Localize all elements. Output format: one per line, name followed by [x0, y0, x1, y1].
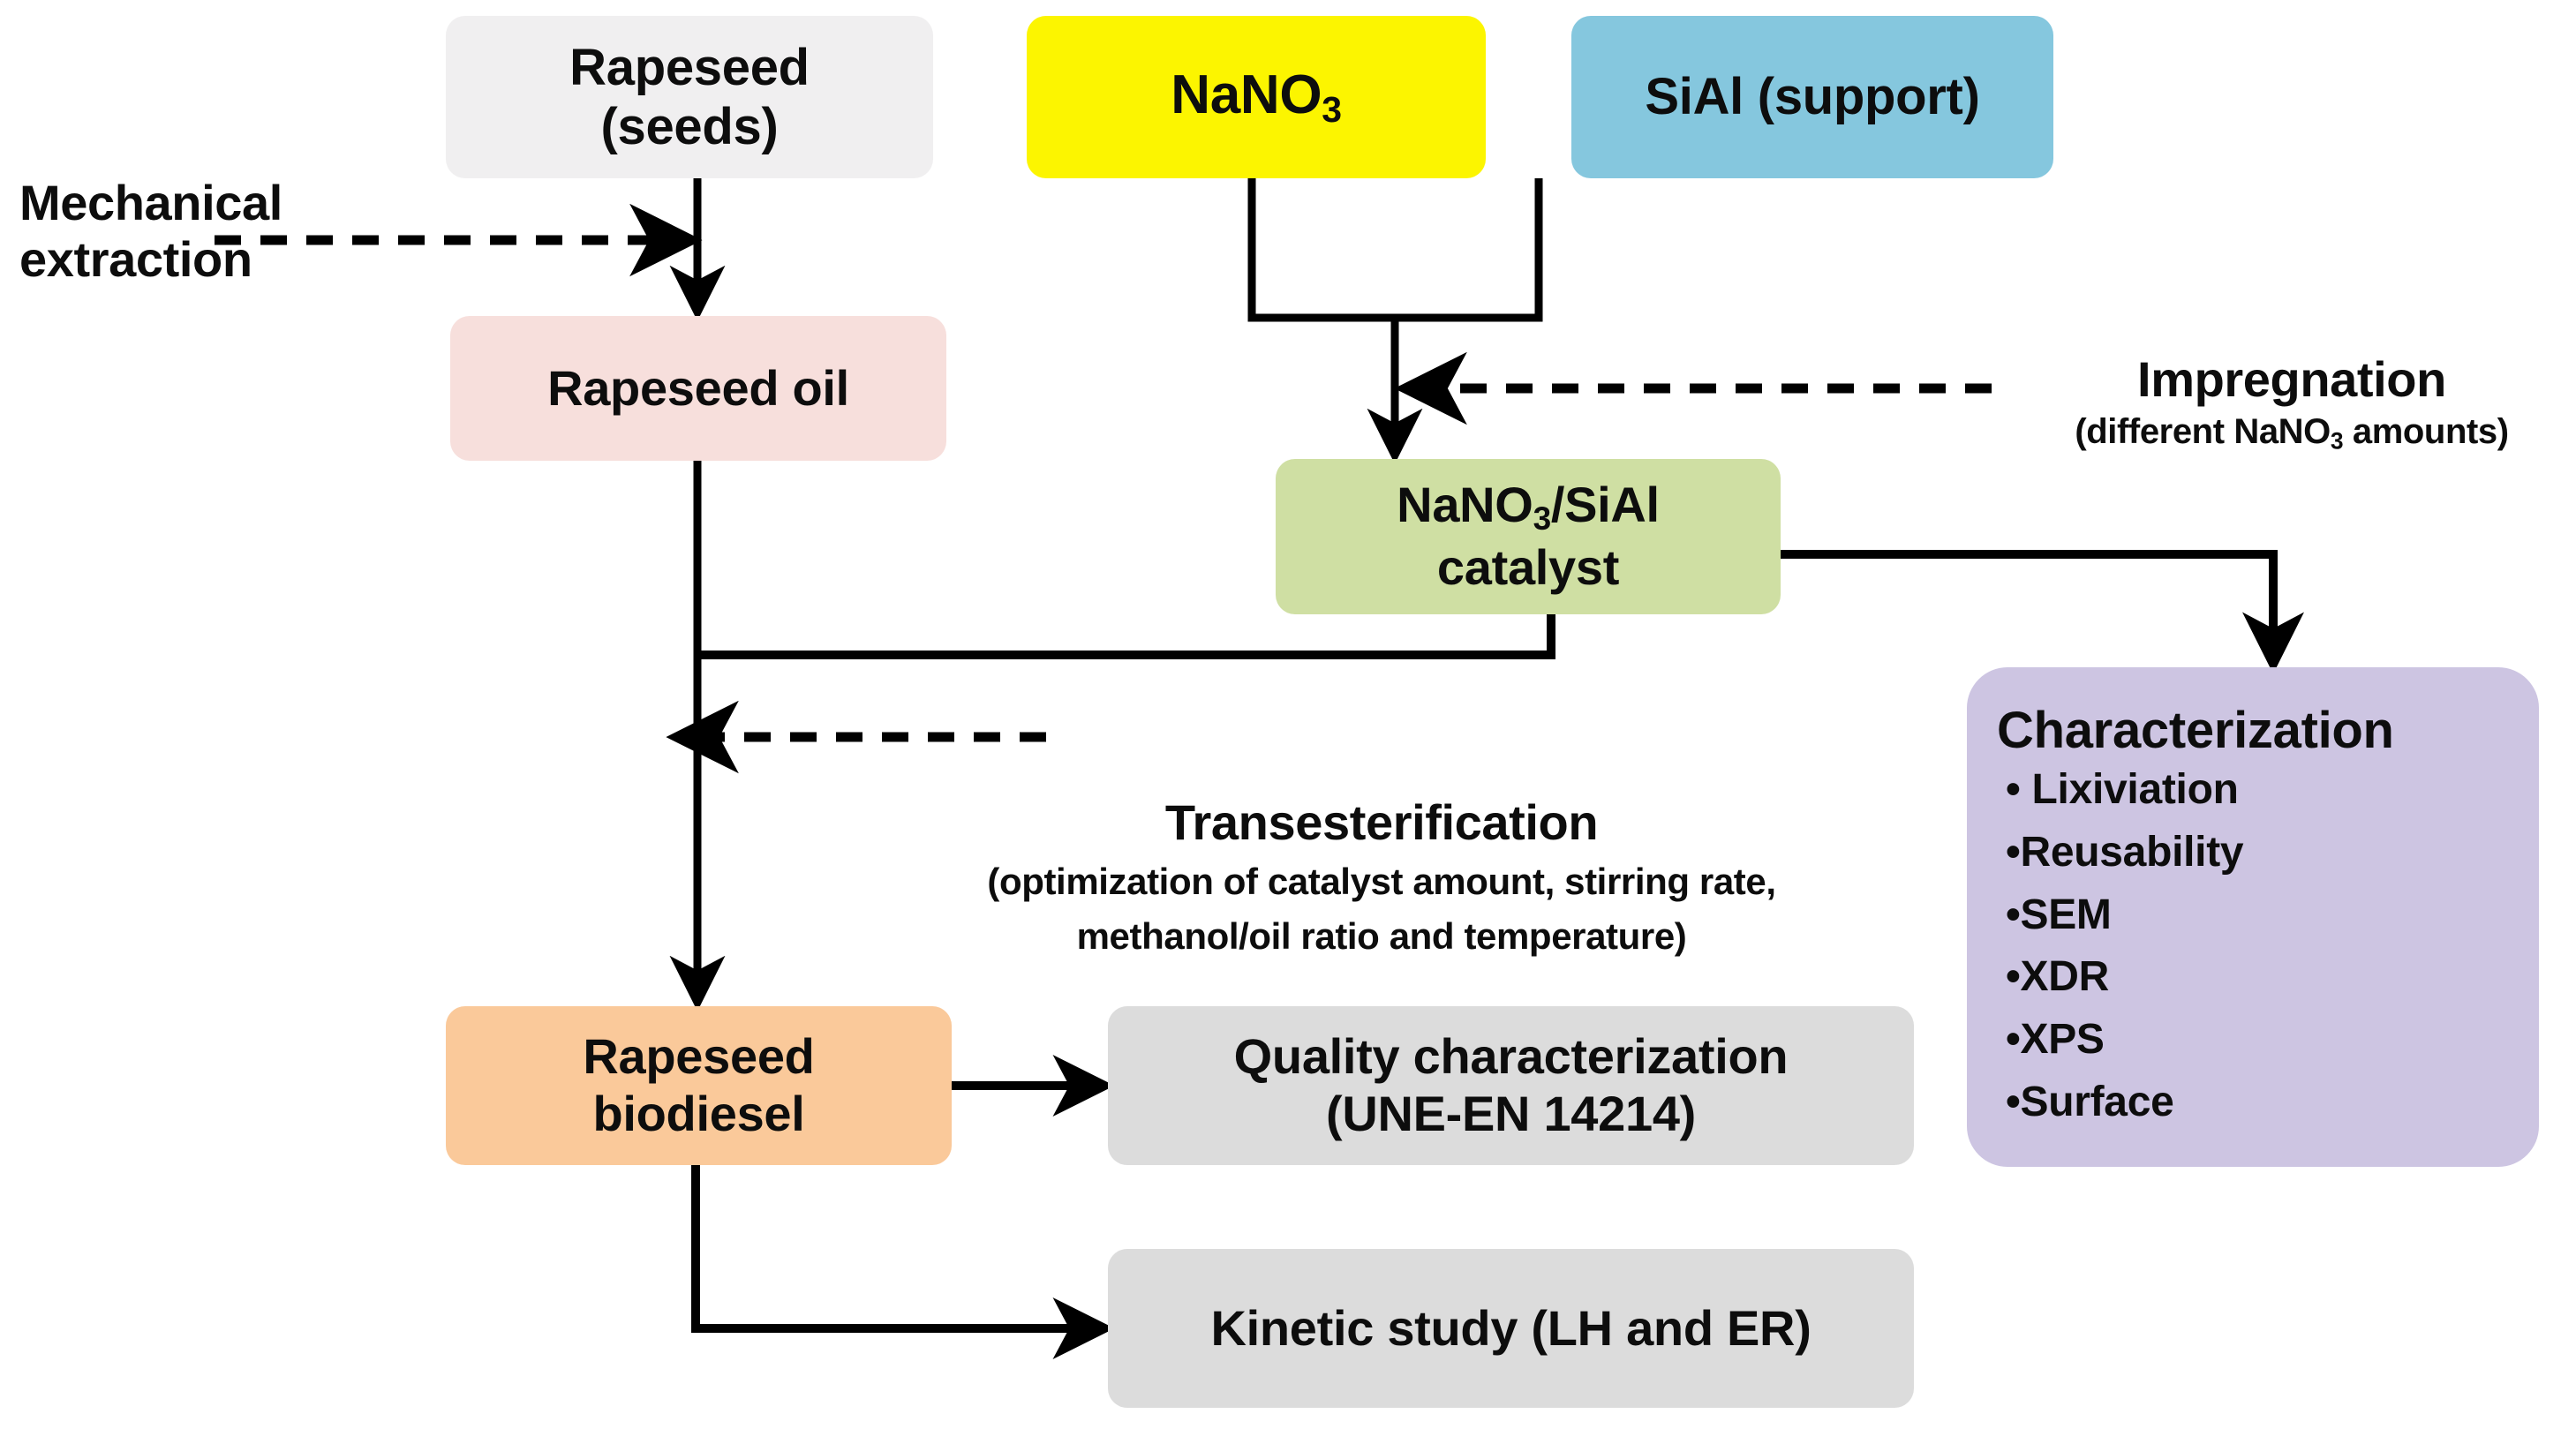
label-mechanical-line1: Mechanical — [19, 175, 282, 230]
label-impregnation-sub-b: amounts) — [2343, 412, 2509, 452]
node-nano3-sial-catalyst[interactable]: NaNO3/SiAl catalyst — [1276, 459, 1781, 614]
edge-catalyst-to-characterization — [1781, 550, 2304, 674]
list-item: •Surface — [2006, 1078, 2174, 1125]
edge-biodiesel-to-kinetic — [691, 1165, 1115, 1359]
node-catalyst-line2: catalyst — [1436, 538, 1620, 595]
label-impregnation-sub-a: (different NaNO — [2075, 412, 2331, 452]
characterization-list: • Lixiviation •Reusability •SEM •XDR •XP… — [1997, 765, 2509, 1126]
node-rapeseed-seeds-line1: Rapeseed — [569, 38, 810, 96]
label-impregnation: Impregnation (different NaNO3 amounts) — [2027, 351, 2557, 455]
label-mechanical-extraction: Mechanical extraction — [19, 175, 282, 289]
node-rapeseed-oil-label: Rapeseed oil — [547, 359, 849, 416]
node-rapeseed-oil[interactable]: Rapeseed oil — [450, 316, 946, 461]
edge-nano3-sial-merge — [1247, 178, 1543, 464]
list-item: •XDR — [2006, 953, 2109, 1001]
node-catalyst-support: /SiAl — [1550, 477, 1660, 533]
node-characterization[interactable]: Characterization • Lixiviation •Reusabil… — [1967, 667, 2539, 1167]
label-transesterification-title: Transesterification — [1164, 794, 1599, 850]
node-quality-characterization[interactable]: Quality characterization (UNE-EN 14214) — [1108, 1006, 1914, 1165]
node-catalyst-line1: NaNO3/SiAl — [1397, 477, 1660, 538]
list-item: • Lixiviation — [2006, 766, 2239, 814]
node-sial-support[interactable]: SiAl (support) — [1571, 16, 2053, 178]
node-nano3-subscript: 3 — [1322, 88, 1342, 130]
node-characterization-title: Characterization — [1997, 702, 2394, 759]
node-biodiesel-line2: biodiesel — [592, 1086, 805, 1141]
label-transesterification-sub-line1: (optimization of catalyst amount, stirri… — [987, 861, 1776, 903]
label-transesterification: Transesterification (optimization of cat… — [900, 794, 1863, 960]
list-item: •XPS — [2006, 1015, 2105, 1063]
node-catalyst-formula: NaNO — [1397, 477, 1533, 533]
label-impregnation-subtitle: (different NaNO3 amounts) — [2027, 411, 2557, 455]
node-rapeseed-seeds[interactable]: Rapeseed (seeds) — [446, 16, 933, 178]
label-mechanical-line2: extraction — [19, 231, 252, 288]
node-rapeseed-biodiesel[interactable]: Rapeseed biodiesel — [446, 1006, 952, 1165]
node-kinetic-label: Kinetic study (LH and ER) — [1210, 1299, 1811, 1356]
node-kinetic-study[interactable]: Kinetic study (LH and ER) — [1108, 1249, 1914, 1408]
label-transesterification-sub-line2: methanol/oil ratio and temperature) — [1076, 915, 1687, 958]
node-nano3[interactable]: NaNO3 — [1027, 16, 1486, 178]
node-nano3-formula: NaNO — [1171, 64, 1322, 125]
label-impregnation-title: Impregnation — [2137, 351, 2446, 407]
node-quality-line2: (UNE-EN 14214) — [1325, 1086, 1697, 1141]
label-impregnation-sub-subscript: 3 — [2330, 427, 2344, 455]
edge-catalyst-to-oil-column — [697, 614, 1555, 659]
node-rapeseed-seeds-line2: (seeds) — [600, 98, 779, 155]
node-catalyst-subscript: 3 — [1533, 500, 1552, 538]
list-item: •SEM — [2006, 891, 2112, 938]
node-sial-label: SiAl (support) — [1645, 68, 1980, 126]
node-quality-line1: Quality characterization — [1233, 1028, 1789, 1085]
node-nano3-label: NaNO3 — [1171, 64, 1342, 132]
list-item: •Reusability — [2006, 828, 2244, 876]
node-biodiesel-line1: Rapeseed — [583, 1028, 815, 1085]
